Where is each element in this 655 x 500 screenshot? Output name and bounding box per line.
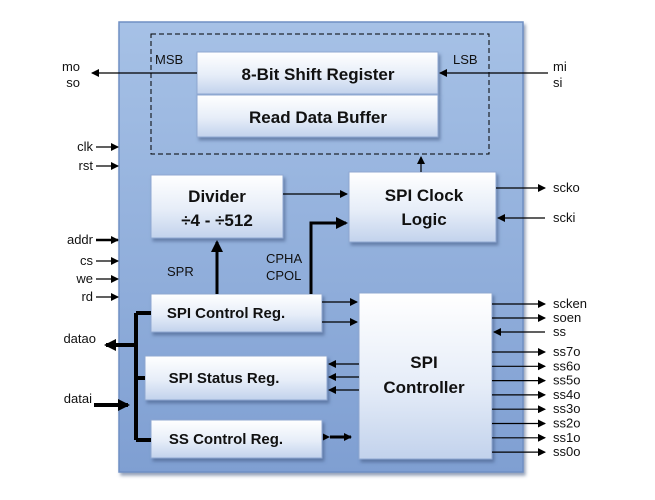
controller-line2: Controller (383, 378, 465, 397)
shift-register-group (150, 33, 490, 155)
cpha-cpol-bus (309, 217, 348, 294)
cpol-label: CPOL (266, 268, 301, 283)
control-reg-block: SPI Control Reg. (150, 293, 323, 333)
pin-cs: cs (80, 253, 94, 268)
pin-ss6o: ss6o (553, 358, 580, 373)
lsb-label: LSB (453, 52, 478, 67)
status-reg-label: SPI Status Reg. (169, 370, 280, 387)
ss-output-wires (492, 348, 546, 457)
pin-ss4o: ss4o (553, 387, 580, 402)
spr-label: SPR (167, 264, 194, 279)
pin-ss1o: ss1o (553, 430, 580, 445)
shift-register-label: 8-Bit Shift Register (241, 65, 394, 84)
pin-ss0o: ss0o (553, 444, 580, 459)
pin-scken: scken (553, 296, 587, 311)
read-buffer-block: Read Data Buffer (196, 94, 439, 138)
pin-si: si (553, 75, 563, 90)
pin-rst: rst (79, 158, 94, 173)
cpha-label: CPHA (266, 251, 302, 266)
clock-logic-block: SPI Clock Logic (348, 171, 497, 243)
pin-datao: datao (63, 331, 96, 346)
msb-label: MSB (155, 52, 183, 67)
pin-ss2o: ss2o (553, 416, 580, 431)
pin-soen: soen (553, 310, 581, 325)
clock-logic-line1: SPI Clock (385, 186, 464, 205)
pin-so: so (66, 75, 80, 90)
pin-addr: addr (67, 232, 94, 247)
pin-rd: rd (81, 289, 93, 304)
pin-mo: mo (62, 59, 80, 74)
ss-reg-label: SS Control Reg. (169, 431, 283, 448)
divider-title: Divider (188, 187, 246, 206)
pin-scki: scki (553, 210, 576, 225)
pin-ss7o: ss7o (553, 344, 580, 359)
controller-block: SPI Controller (358, 292, 493, 460)
pin-mi: mi (553, 59, 567, 74)
shift-register-block: 8-Bit Shift Register (196, 51, 439, 95)
ss-reg-block: SS Control Reg. (150, 419, 323, 459)
pin-ss: ss (553, 324, 567, 339)
divider-range: ÷4 - ÷512 (181, 211, 253, 230)
pin-ss5o: ss5o (553, 373, 580, 388)
status-reg-block: SPI Status Reg. (144, 355, 328, 401)
pin-datai: datai (64, 391, 92, 406)
controller-line1: SPI (410, 353, 437, 372)
wires (91, 69, 548, 442)
clock-logic-line2: Logic (401, 210, 446, 229)
pin-ss3o: ss3o (553, 401, 580, 416)
control-reg-label: SPI Control Reg. (167, 305, 285, 322)
divider-block: Divider ÷4 - ÷512 (150, 174, 284, 239)
pin-clk: clk (77, 139, 93, 154)
pin-scko: scko (553, 180, 580, 195)
read-buffer-label: Read Data Buffer (249, 108, 387, 127)
pin-we: we (75, 271, 93, 286)
